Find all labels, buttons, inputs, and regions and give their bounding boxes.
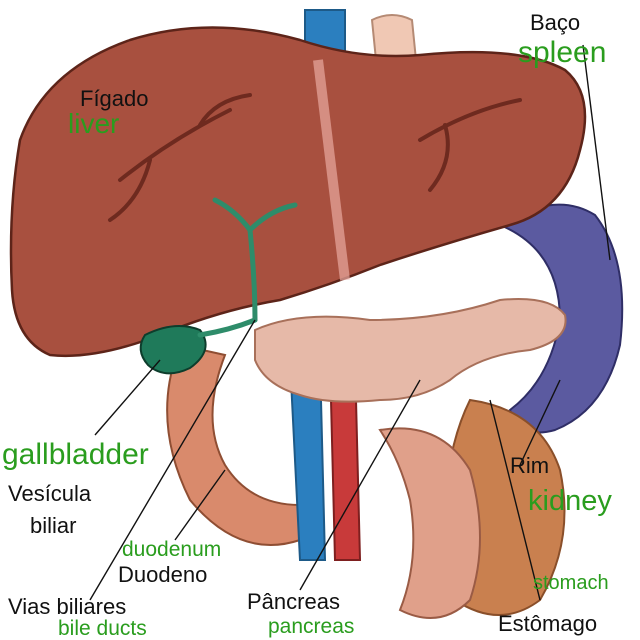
liver-label-pt: Fígado xyxy=(80,86,149,111)
bile-ducts-label-en: bile ducts xyxy=(58,617,147,640)
liver-label-en: liver xyxy=(68,108,120,139)
gallbladder-label-en: gallbladder xyxy=(2,438,149,471)
gallbladder xyxy=(139,325,207,375)
duodenum-label-pt: Duodeno xyxy=(118,562,208,587)
gallbladder-label-pt-line2: biliar xyxy=(30,513,77,538)
duodenum-label-en: duodenum xyxy=(122,538,222,561)
kidney-label-en: kidney xyxy=(528,485,612,517)
leader-lines xyxy=(89,44,611,601)
spleen-label-en: spleen xyxy=(518,36,607,69)
falciform-ligament xyxy=(313,59,350,281)
stomach-label-pt: Estômago xyxy=(498,611,598,636)
bile-ducts-label-pt: Vias biliares xyxy=(8,594,127,619)
liver xyxy=(9,26,587,358)
stomach-label-en: stomach xyxy=(533,572,609,594)
spleen-label-pt: Baço xyxy=(530,10,581,35)
gallbladder-label-pt-line1: Vesícula xyxy=(8,481,92,506)
liver-veins xyxy=(108,93,522,222)
bile-duct-tree xyxy=(197,197,298,338)
stomach xyxy=(378,427,481,619)
pancreas xyxy=(254,298,567,403)
pancreas-label-en: pancreas xyxy=(268,615,355,638)
kidney-label-pt: Rim xyxy=(510,453,550,478)
pancreas-label-pt: Pâncreas xyxy=(247,589,340,614)
